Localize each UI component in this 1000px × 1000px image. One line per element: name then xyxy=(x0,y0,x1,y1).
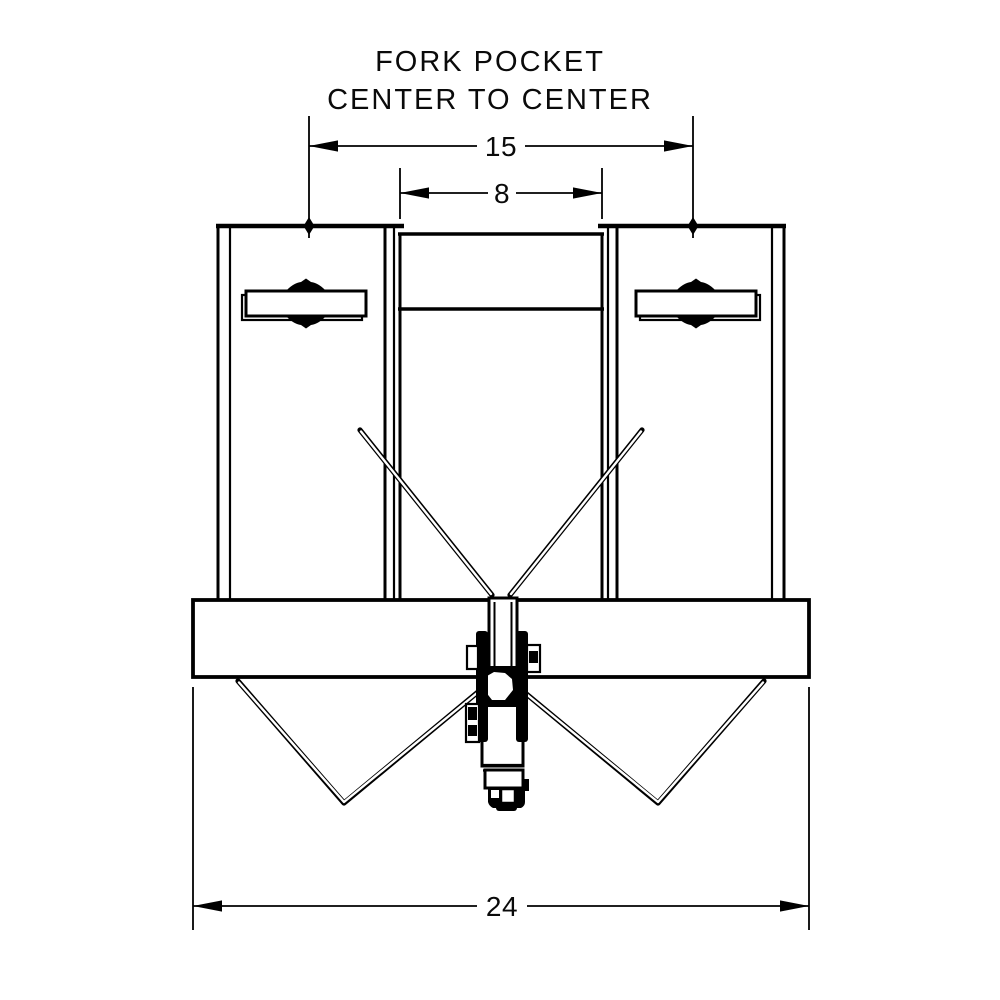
hook-eye-opening xyxy=(485,672,513,700)
left-rod-core xyxy=(237,681,479,804)
ratchet-binder-assembly xyxy=(464,596,542,811)
right-pawl-detail xyxy=(529,651,538,663)
upper-v-brace-rods xyxy=(357,427,645,598)
center-frame xyxy=(398,232,604,600)
right-rod-core xyxy=(523,681,765,804)
left-lower-tab-detail xyxy=(468,725,477,736)
hook-gap xyxy=(491,790,499,798)
dimension-8-inner-width: 8 xyxy=(399,168,603,219)
left-lower-tab-detail xyxy=(468,707,477,720)
ratchet-plate-right xyxy=(516,631,528,742)
left-pawl-tab xyxy=(465,644,480,671)
lower-w-brace-rods xyxy=(235,678,767,806)
slot-plate xyxy=(244,289,368,318)
title-line-1: FORK POCKET xyxy=(375,46,605,78)
right-pocket-slot xyxy=(634,278,762,329)
right-rod-outline xyxy=(521,678,767,806)
arrowhead-right-icon xyxy=(664,140,693,152)
hook-tip xyxy=(496,805,517,811)
drawing-title: FORK POCKET CENTER TO CENTER xyxy=(327,46,653,116)
dim-value-15: 15 xyxy=(485,131,517,162)
base-side-lug xyxy=(523,779,529,791)
arrowhead-right-icon xyxy=(573,187,602,199)
frame-structure xyxy=(216,223,786,600)
title-line-2: CENTER TO CENTER xyxy=(327,84,653,116)
pin-top-icon xyxy=(285,278,327,292)
dimension-15-center-to-center: 15 xyxy=(303,116,699,238)
right-fork-pocket xyxy=(606,226,786,600)
dimension-24-overall-width: 24 xyxy=(192,687,810,930)
arrowhead-left-icon xyxy=(309,140,338,152)
arrowhead-left-icon xyxy=(400,187,429,199)
pin-bottom-icon xyxy=(675,315,717,329)
hook-throat xyxy=(499,787,517,805)
dim-value-8: 8 xyxy=(494,178,510,209)
pin-bottom-icon xyxy=(285,315,327,329)
right-rod-core xyxy=(509,430,643,596)
pin-top-icon xyxy=(675,278,717,292)
arrowhead-left-icon xyxy=(193,900,222,912)
slot-plate xyxy=(634,289,758,318)
left-fork-pocket xyxy=(216,226,396,600)
dim-value-24: 24 xyxy=(486,891,518,922)
binder-base-block xyxy=(483,768,525,790)
grab-hook xyxy=(488,787,525,811)
arrowhead-right-icon xyxy=(780,900,809,912)
left-rod-core xyxy=(359,430,493,596)
left-pocket-slot xyxy=(240,278,368,329)
left-rod-outline xyxy=(235,678,481,806)
